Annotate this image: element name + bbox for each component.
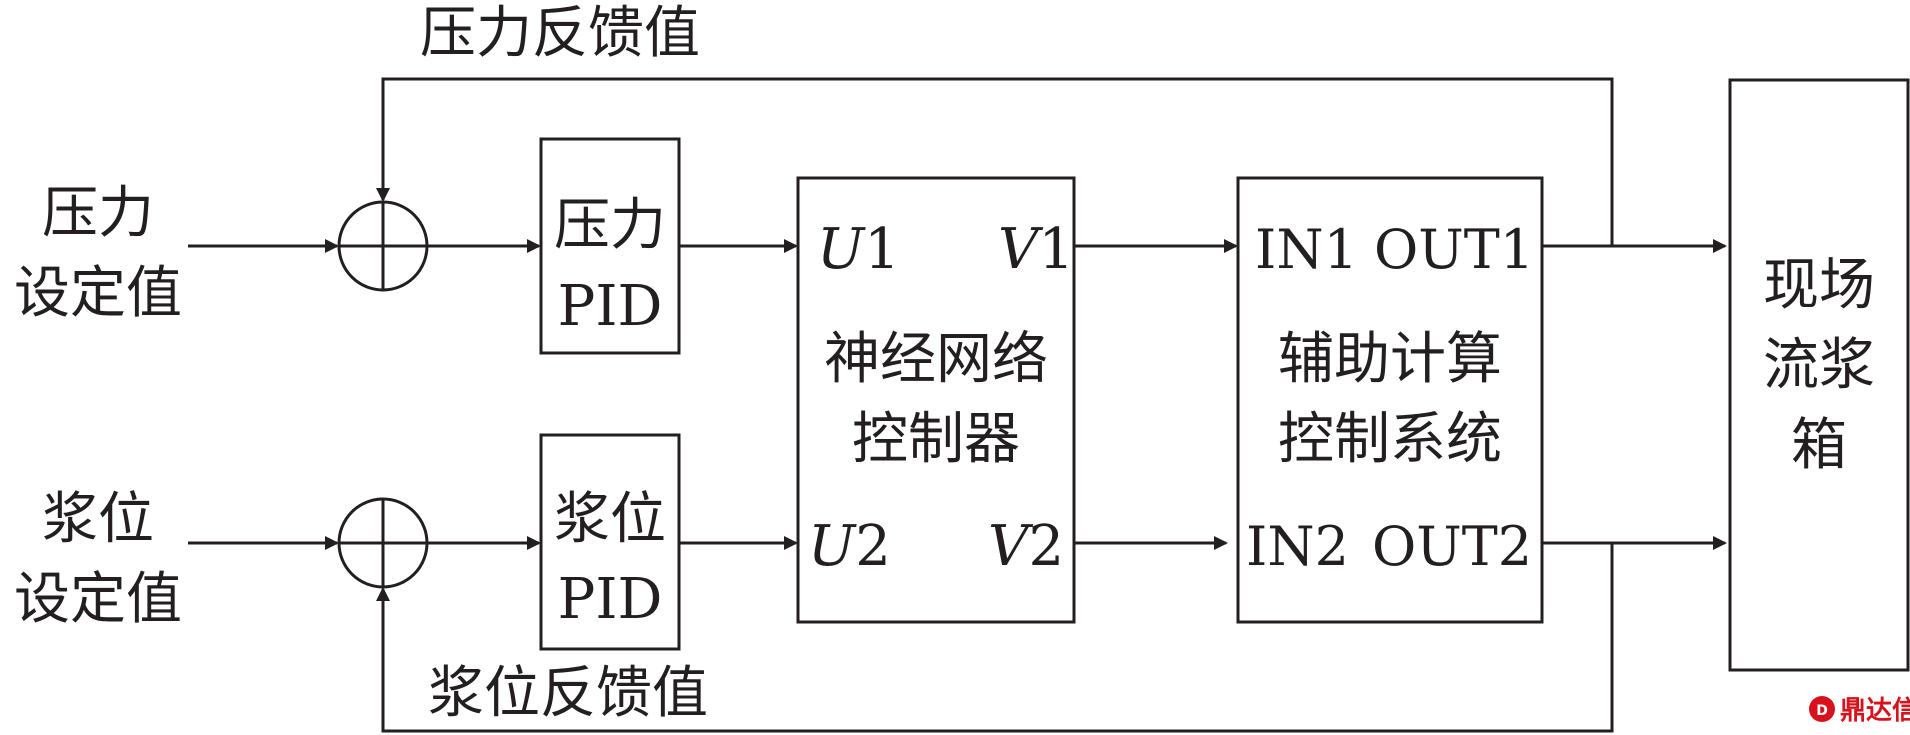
level-summing-junction <box>337 497 429 589</box>
pressure-feedback-label: 压力反馈值 <box>420 1 700 66</box>
watermark-logo-icon <box>1809 696 1835 722</box>
neural-network-controller-block: U1 V1 神经网络 控制器 U2 V2 <box>796 176 1076 624</box>
watermark-logo: D 鼎达信 <box>1809 696 1910 726</box>
level-feedback-label: 浆位反馈值 <box>428 661 708 726</box>
headbox-block: 现场 流浆 箱 <box>1728 78 1910 672</box>
watermark-text: 鼎达信 <box>1840 696 1910 726</box>
pressure-pid-label-line2: PID <box>558 274 663 339</box>
level-pid-block: 浆位 PID <box>539 433 681 651</box>
aux-port-in2: IN2 <box>1246 515 1349 578</box>
level-pid-label-line2: PID <box>558 567 663 632</box>
pressure-pid-block: 压力 PID <box>539 137 681 355</box>
level-setpoint-label-line2: 设定值 <box>14 567 182 632</box>
pressure-feedback-path <box>376 77 1614 246</box>
headbox-label-line3: 箱 <box>1791 413 1847 478</box>
pressure-summing-junction <box>337 200 429 292</box>
level-setpoint-label-line1: 浆位 <box>42 487 154 552</box>
pressure-setpoint-label-line1: 压力 <box>42 181 154 246</box>
aux-title-line1: 辅助计算 <box>1278 327 1502 392</box>
nn-title-line2: 控制器 <box>852 407 1020 472</box>
pressure-setpoint-label-line2: 设定值 <box>14 261 182 326</box>
headbox-label-line1: 现场 <box>1763 253 1875 318</box>
headbox-label-line2: 流浆 <box>1763 333 1875 398</box>
aux-port-out1: OUT1 <box>1374 218 1534 281</box>
nn-title-line1: 神经网络 <box>824 327 1048 392</box>
auxiliary-control-system-block: IN1 OUT1 辅助计算 控制系统 IN2 OUT2 <box>1236 176 1544 624</box>
aux-port-out2: OUT2 <box>1372 515 1532 578</box>
level-feedback-path <box>376 543 1614 733</box>
pressure-pid-label-line1: 压力 <box>554 193 666 258</box>
nn-port-v1: V1 <box>998 217 1074 282</box>
nn-port-u2: U2 <box>808 514 891 579</box>
level-pid-label-line1: 浆位 <box>554 487 666 552</box>
aux-port-in1: IN1 <box>1255 218 1358 281</box>
aux-title-line2: 控制系统 <box>1278 407 1502 472</box>
nn-port-v2: V2 <box>988 514 1064 579</box>
nn-port-u1: U1 <box>817 217 900 282</box>
svg-text:D: D <box>1816 703 1828 719</box>
